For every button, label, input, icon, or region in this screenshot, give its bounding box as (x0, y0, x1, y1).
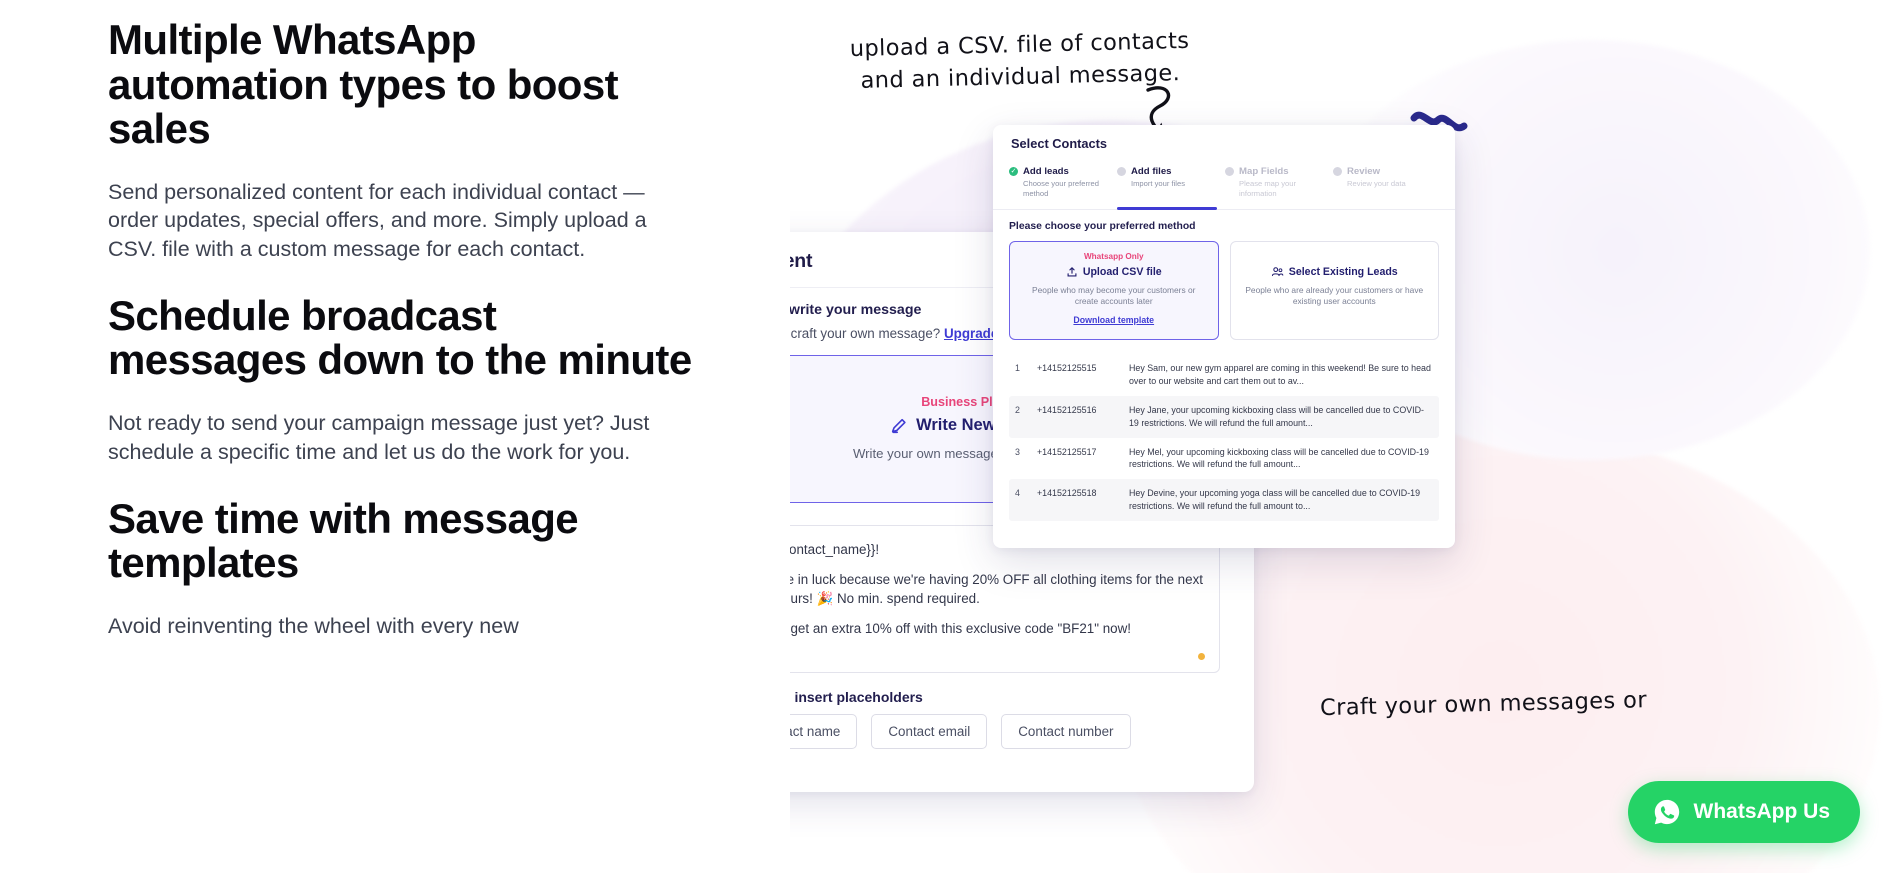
table-row[interactable]: 4 +14152125518 Hey Devine, your upcoming… (1009, 479, 1439, 522)
row-index: 4 (1015, 488, 1020, 499)
placeholder-chip-contact-number[interactable]: Contact number (1001, 714, 1131, 749)
feature-paragraph-1: Send personalized content for each indiv… (108, 179, 647, 262)
stepper-review-top: Review (1333, 166, 1435, 177)
method-option-existing-leads[interactable]: Select Existing Leads People who are alr… (1229, 240, 1439, 340)
row-message: Hey Jane, your upcoming kickboxing class… (1129, 404, 1424, 428)
placeholder-section-label: Click to insert placeholders (790, 689, 923, 705)
circle-icon (1333, 167, 1342, 176)
row-message: Hey Sam, our new gym apparel are coming … (1129, 362, 1431, 386)
select-contacts-card: Select Contacts Add leads Choose your pr… (993, 125, 1455, 548)
stepper-add-files-title: Add files (1131, 166, 1172, 177)
feature-heading-3: Save time with message templates (108, 494, 579, 587)
stepper-item-add-leads[interactable]: Add leads Choose your preferred method (1009, 166, 1117, 199)
message-status-dot (1198, 653, 1205, 660)
method-options-row: Whatsapp Only Upload CSV file People who… (1009, 240, 1439, 340)
table-row[interactable]: 1 +14152125515 Hey Sam, our new gym appa… (1009, 354, 1439, 396)
row-index: 1 (1015, 362, 1020, 373)
product-showcase: upload a CSV. file of contacts and an in… (790, 0, 1892, 873)
existing-leads-label: Select Existing Leads (1288, 265, 1398, 278)
select-contacts-body: Please choose your preferred method What… (993, 210, 1455, 522)
message-line: You're in luck because we're having 20% … (790, 572, 1203, 607)
feature-heading-1: Multiple WhatsApp automation types to bo… (108, 16, 619, 153)
row-index: 2 (1015, 404, 1020, 415)
stepper-item-map-fields[interactable]: Map Fields Please map your information (1225, 166, 1333, 199)
placeholder-chip-contact-email[interactable]: Contact email (871, 714, 988, 749)
table-row[interactable]: 3 +14152125517 Hey Mel, your upcoming ki… (1009, 438, 1439, 480)
row-message: Hey Devine, your upcoming yoga class wil… (1129, 488, 1421, 512)
stepper-review-title: Review (1347, 166, 1381, 177)
marketing-copy-column: Multiple WhatsApp automation types to bo… (0, 0, 790, 873)
message-line: Hi {{contact_name}}! (790, 542, 880, 557)
upload-icon (1067, 266, 1077, 277)
existing-leads-title-row: Select Existing Leads (1241, 266, 1429, 278)
row-message: Hey Mel, your upcoming kickboxing class … (1129, 446, 1429, 470)
row-phone-number: +14152125516 (1037, 404, 1097, 415)
craft-message-text: Need to craft your own message? (790, 326, 941, 341)
placeholder-chip-contact-name[interactable]: Contact name (790, 714, 858, 749)
upload-csv-description: People who may become your customers or … (1032, 284, 1196, 307)
message-preview-box[interactable]: Hi {{contact_name}}! You're in luck beca… (790, 525, 1220, 673)
whatsapp-us-label: WhatsApp Us (1693, 800, 1831, 823)
stepper-add-leads-desc: Choose your preferred method (1023, 179, 1099, 198)
stepper-item-review[interactable]: Review Review your data (1333, 166, 1441, 199)
placeholder-chip-row: Contact name Contact email Contact numbe… (790, 714, 1228, 749)
stepper-review-desc: Review your data (1347, 179, 1406, 188)
feature-heading-2: Schedule broadcast messages down to the … (108, 291, 692, 384)
upload-csv-label: Upload CSV file (1082, 265, 1162, 278)
whatsapp-us-button[interactable]: WhatsApp Us (1627, 781, 1860, 843)
existing-leads-description: People who are already your customers or… (1245, 284, 1424, 307)
feature-paragraph-3: Avoid reinventing the wheel with every n… (108, 613, 519, 638)
row-phone-number: +14152125515 (1037, 362, 1097, 373)
method-section-label: Please choose your preferred method (1009, 220, 1196, 232)
whatsapp-icon (1654, 799, 1679, 825)
stepper-add-files-desc: Import your files (1131, 179, 1186, 188)
stepper-map-fields-desc: Please map your information (1239, 179, 1296, 198)
users-icon (1271, 266, 1284, 276)
stepper-add-files-top: Add files (1117, 166, 1219, 177)
import-stepper: Add leads Choose your preferred method A… (993, 160, 1455, 210)
feature-paragraph-2: Not ready to send your campaign message … (108, 410, 650, 464)
write-message-label: Please write your message (790, 302, 922, 318)
stepper-item-add-files[interactable]: Add files Import your files (1117, 166, 1225, 210)
stepper-map-fields-top: Map Fields (1225, 166, 1327, 177)
feature-block-1: Multiple WhatsApp automation types to bo… (108, 16, 700, 264)
stepper-add-leads-title: Add leads (1023, 166, 1069, 177)
row-phone-number: +14152125518 (1037, 488, 1097, 499)
message-line: Also, get an extra 10% off with this exc… (790, 621, 1131, 637)
row-index: 3 (1015, 446, 1020, 457)
whatsapp-only-badge: Whatsapp Only (1083, 251, 1144, 261)
table-row[interactable]: 2 +14152125516 Hey Jane, your upcoming k… (1009, 395, 1439, 438)
feature-block-2: Schedule broadcast messages down to the … (108, 291, 700, 467)
check-circle-icon (1009, 167, 1018, 176)
select-contacts-title: Select Contacts (1011, 136, 1108, 151)
upload-csv-title-row: Upload CSV file (1020, 266, 1208, 278)
contacts-table: 1 +14152125515 Hey Sam, our new gym appa… (1009, 354, 1439, 522)
squiggle-navy-icon (1410, 111, 1468, 132)
stepper-map-fields-title: Map Fields (1239, 166, 1289, 177)
row-phone-number: +14152125517 (1037, 446, 1097, 457)
stepper-add-leads-top: Add leads (1009, 166, 1111, 177)
circle-icon (1117, 167, 1126, 176)
method-option-upload-csv[interactable]: Whatsapp Only Upload CSV file People who… (1009, 240, 1219, 340)
download-template-link[interactable]: Download template (1073, 314, 1155, 325)
feature-block-3: Save time with message templates Avoid r… (108, 494, 700, 641)
pencil-icon (891, 418, 906, 433)
existing-leads-badge (1241, 252, 1429, 261)
circle-icon (1225, 167, 1234, 176)
